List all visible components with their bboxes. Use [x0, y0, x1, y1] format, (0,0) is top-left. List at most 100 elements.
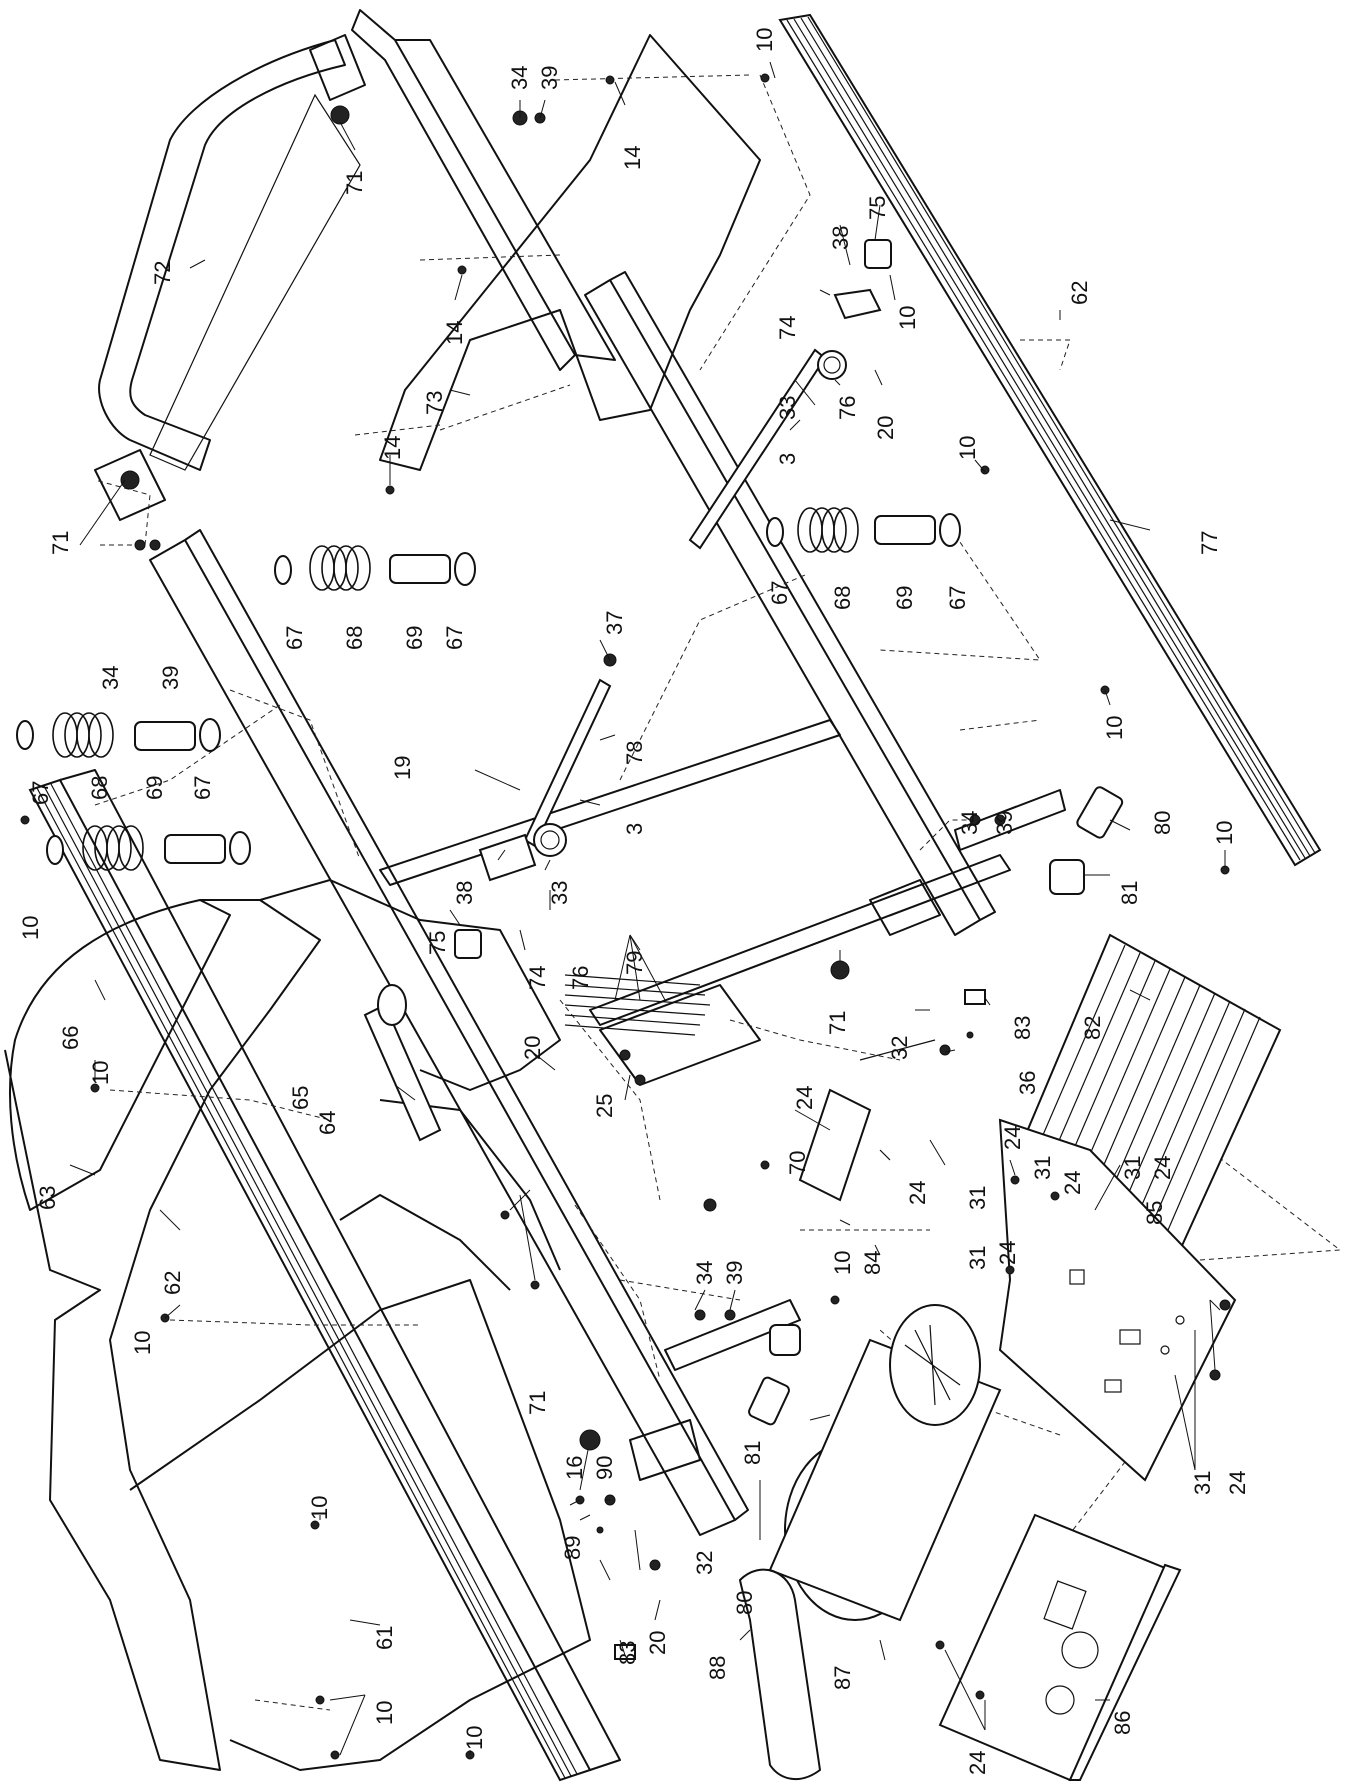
callout-14: 14 [442, 321, 467, 345]
callout-31: 31 [1190, 1471, 1215, 1495]
front-roller-axle [688, 239, 892, 550]
callout-70: 70 [785, 1151, 810, 1175]
callout-10: 10 [955, 436, 980, 460]
callout-79: 79 [622, 951, 647, 975]
callout-34: 34 [98, 666, 123, 690]
wire-harnesses-79 [564, 974, 711, 1036]
callout-69: 69 [142, 776, 167, 800]
callout-74: 74 [775, 316, 800, 340]
callout-65: 65 [288, 1086, 313, 1110]
spring-set-left-1 [16, 712, 221, 758]
callout-24: 24 [905, 1181, 930, 1205]
callout-24: 24 [792, 1086, 817, 1110]
callout-24: 24 [995, 1241, 1020, 1265]
drive-belt-88 [739, 1568, 821, 1780]
callout-39: 39 [992, 811, 1017, 835]
callout-63: 63 [35, 1186, 60, 1210]
callout-10: 10 [462, 1726, 487, 1750]
callout-73: 73 [422, 391, 447, 415]
main-frame [94, 9, 1066, 1536]
callout-67: 67 [28, 781, 53, 805]
leader-lines [69, 61, 1226, 1756]
callout-39: 39 [537, 66, 562, 90]
callout-3: 3 [622, 823, 647, 835]
callout-62: 62 [160, 1271, 185, 1295]
drive-motor-87 [768, 1304, 1002, 1622]
spring-set-left-2 [46, 825, 251, 871]
callout-68: 68 [87, 776, 112, 800]
callout-10: 10 [130, 1331, 155, 1355]
callout-37: 37 [602, 611, 627, 635]
callout-33: 33 [547, 881, 572, 905]
callout-84: 84 [860, 1251, 885, 1275]
rear-roller-axle [454, 678, 612, 959]
motor-hood-63 [4, 899, 591, 1771]
callout-36: 36 [1015, 1071, 1040, 1095]
callout-89: 89 [560, 1536, 585, 1560]
callout-75: 75 [865, 196, 890, 220]
callout-10: 10 [895, 306, 920, 330]
callout-67: 67 [190, 776, 215, 800]
callout-64: 64 [315, 1111, 340, 1135]
callout-67: 67 [442, 626, 467, 650]
callout-83: 83 [615, 1641, 640, 1665]
callout-34: 34 [507, 66, 532, 90]
callout-87: 87 [830, 1666, 855, 1690]
callout-34: 34 [957, 811, 982, 835]
callout-81: 81 [740, 1441, 765, 1465]
handle-64 [363, 984, 442, 1142]
callout-68: 68 [830, 586, 855, 610]
callout-71: 71 [48, 531, 73, 555]
callout-67: 67 [767, 581, 792, 605]
callout-10: 10 [1102, 716, 1127, 740]
handrail-72 [98, 39, 361, 471]
callout-31: 31 [1030, 1156, 1055, 1180]
callout-82: 82 [1080, 1016, 1105, 1040]
callout-10: 10 [830, 1251, 855, 1275]
callout-67: 67 [282, 626, 307, 650]
callout-31: 31 [965, 1246, 990, 1270]
spring-set-upper [274, 545, 476, 591]
callout-10: 10 [752, 28, 777, 52]
callout-20: 20 [645, 1631, 670, 1655]
callout-24: 24 [1060, 1171, 1085, 1195]
callout-61: 61 [372, 1626, 397, 1650]
lift-motor-70 [798, 1039, 936, 1202]
callout-39: 39 [722, 1261, 747, 1285]
callout-74: 74 [525, 966, 550, 990]
callout-14: 14 [620, 146, 645, 170]
callout-72: 72 [150, 261, 175, 285]
callout-86: 86 [1110, 1711, 1135, 1735]
callout-66: 66 [58, 1026, 83, 1050]
callout-32: 32 [887, 1036, 912, 1060]
callout-81: 81 [1117, 881, 1142, 905]
callout-10: 10 [1212, 821, 1237, 845]
callout-75: 75 [425, 931, 450, 955]
callout-25: 25 [592, 1094, 617, 1118]
callout-32: 32 [692, 1551, 717, 1575]
callout-14: 14 [380, 436, 405, 460]
callout-labels: 10 34 39 14 71 72 75 38 10 74 62 14 73 3… [18, 28, 1250, 1775]
callout-31: 31 [965, 1186, 990, 1210]
callout-80: 80 [1150, 811, 1175, 835]
callout-10: 10 [88, 1061, 113, 1085]
callout-62: 62 [1067, 281, 1092, 305]
callout-83: 83 [1010, 1016, 1035, 1040]
callout-88: 88 [705, 1656, 730, 1680]
callout-90: 90 [592, 1456, 617, 1480]
callout-67: 67 [945, 586, 970, 610]
callout-24: 24 [1000, 1126, 1025, 1150]
callout-85: 85 [1142, 1201, 1167, 1225]
hardware-markers [20, 73, 1231, 1760]
callout-39: 39 [158, 666, 183, 690]
side-rail-77 [778, 13, 1322, 867]
callout-77: 77 [1197, 531, 1222, 555]
motor-plate-85 [998, 1118, 1237, 1482]
deck-73 [379, 34, 761, 471]
callout-69: 69 [402, 626, 427, 650]
controller-board-86 [938, 1513, 1182, 1782]
lift-leg-parts [748, 786, 1124, 1426]
callout-34: 34 [692, 1261, 717, 1285]
callout-78: 78 [622, 741, 647, 765]
